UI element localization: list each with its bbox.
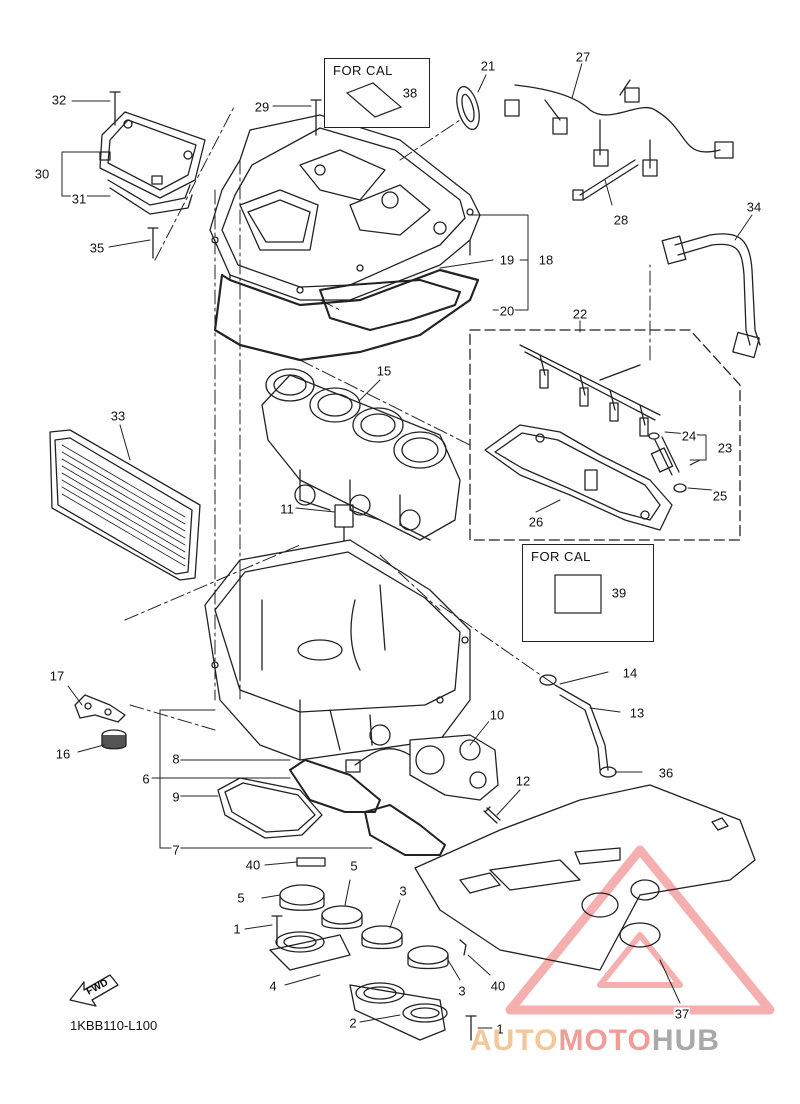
callout-18: 18: [537, 252, 555, 268]
watermark-part: MOTO: [558, 1024, 652, 1057]
watermark-part: AUTO: [470, 1024, 559, 1057]
callout-29: 29: [253, 99, 271, 115]
callout-14: 14: [621, 665, 639, 681]
callout-40: 40: [489, 978, 507, 994]
callout-30: 30: [33, 166, 51, 182]
callout-17: 17: [48, 668, 66, 684]
callout-7: 7: [171, 842, 181, 858]
callout-3: 3: [457, 983, 467, 999]
callout-21: 21: [479, 58, 497, 74]
for-cal-label: FOR CAL: [531, 549, 591, 564]
callout-2: 2: [348, 1015, 358, 1031]
callout-9: 9: [171, 789, 181, 805]
callout-38: 38: [401, 85, 419, 101]
callout-4: 4: [268, 978, 278, 994]
callout-10: 10: [488, 707, 506, 723]
callout-27: 27: [574, 49, 592, 65]
cable-tie: [572, 159, 639, 201]
callout-1: 1: [232, 921, 242, 937]
callout-22: 22: [571, 306, 589, 322]
callout-16: 16: [54, 746, 72, 762]
callout-12: 12: [514, 773, 532, 789]
watermark-logo: AUTOMOTOHUB: [470, 1024, 720, 1058]
sheet-37: [414, 784, 756, 971]
cover-plate: [99, 111, 206, 215]
callout-39: 39: [610, 585, 628, 601]
callout-31: 31: [70, 191, 88, 207]
callout-24: 24: [680, 428, 698, 444]
callout-35: 35: [88, 240, 106, 256]
air-box-cover: [209, 114, 481, 301]
bolt-12: [483, 806, 501, 824]
callout-15: 15: [375, 363, 393, 379]
callout-5: 5: [236, 890, 246, 906]
callout-5: 5: [349, 858, 359, 874]
air-box-case: [204, 539, 471, 761]
seals: [217, 759, 446, 856]
rubber-grommet: [101, 729, 127, 750]
watermark-triangle: [505, 845, 775, 1015]
for-cal-box-bottom: FOR CAL: [522, 544, 654, 642]
callout-40: 40: [244, 857, 262, 873]
callout-13: 13: [628, 705, 646, 721]
for-cal-label: FOR CAL: [333, 63, 393, 78]
callout-23: 23: [716, 440, 734, 456]
callout-28: 28: [612, 212, 630, 228]
fuel-rail: [519, 344, 661, 437]
funnel-bolts: [271, 915, 477, 1041]
wire-harness: [504, 79, 734, 177]
callout-1: 1: [495, 1021, 505, 1037]
callout-8: 8: [171, 751, 181, 767]
fuel-hose: [661, 233, 761, 359]
callout-20: 20: [498, 303, 516, 319]
callout-6: 6: [141, 771, 151, 787]
air-filter: [49, 429, 201, 581]
reference-lines: [124, 104, 651, 731]
dashed-group-box: [469, 329, 741, 541]
callout-3: 3: [398, 883, 408, 899]
breather-hose: [539, 674, 617, 778]
callout-37: 37: [673, 1006, 691, 1022]
grommet: [456, 85, 480, 131]
callout-36: 36: [657, 765, 675, 781]
hose-clamps: [279, 884, 449, 970]
callout-25: 25: [711, 488, 729, 504]
valve-assembly: [345, 734, 499, 801]
bracket: [74, 694, 126, 723]
callout-19: 19: [498, 252, 516, 268]
bolts-top: [109, 91, 322, 259]
intake-funnels: [269, 931, 448, 1041]
callout-11: 11: [279, 501, 295, 517]
injector-plate: [484, 424, 673, 531]
watermark-part: HUB: [651, 1024, 720, 1057]
fwd-arrow-icon: [69, 974, 119, 1007]
callout-26: 26: [527, 514, 545, 530]
injector: [648, 432, 687, 493]
diagram-code: 1KBB110-L100: [70, 1018, 158, 1033]
callout-33: 33: [109, 408, 127, 424]
callout-34: 34: [745, 199, 763, 215]
cal-sticker-icon: [345, 82, 403, 118]
throttle-body: [261, 368, 461, 541]
cal-sticker-icon: [554, 574, 602, 614]
callout-32: 32: [50, 92, 68, 108]
